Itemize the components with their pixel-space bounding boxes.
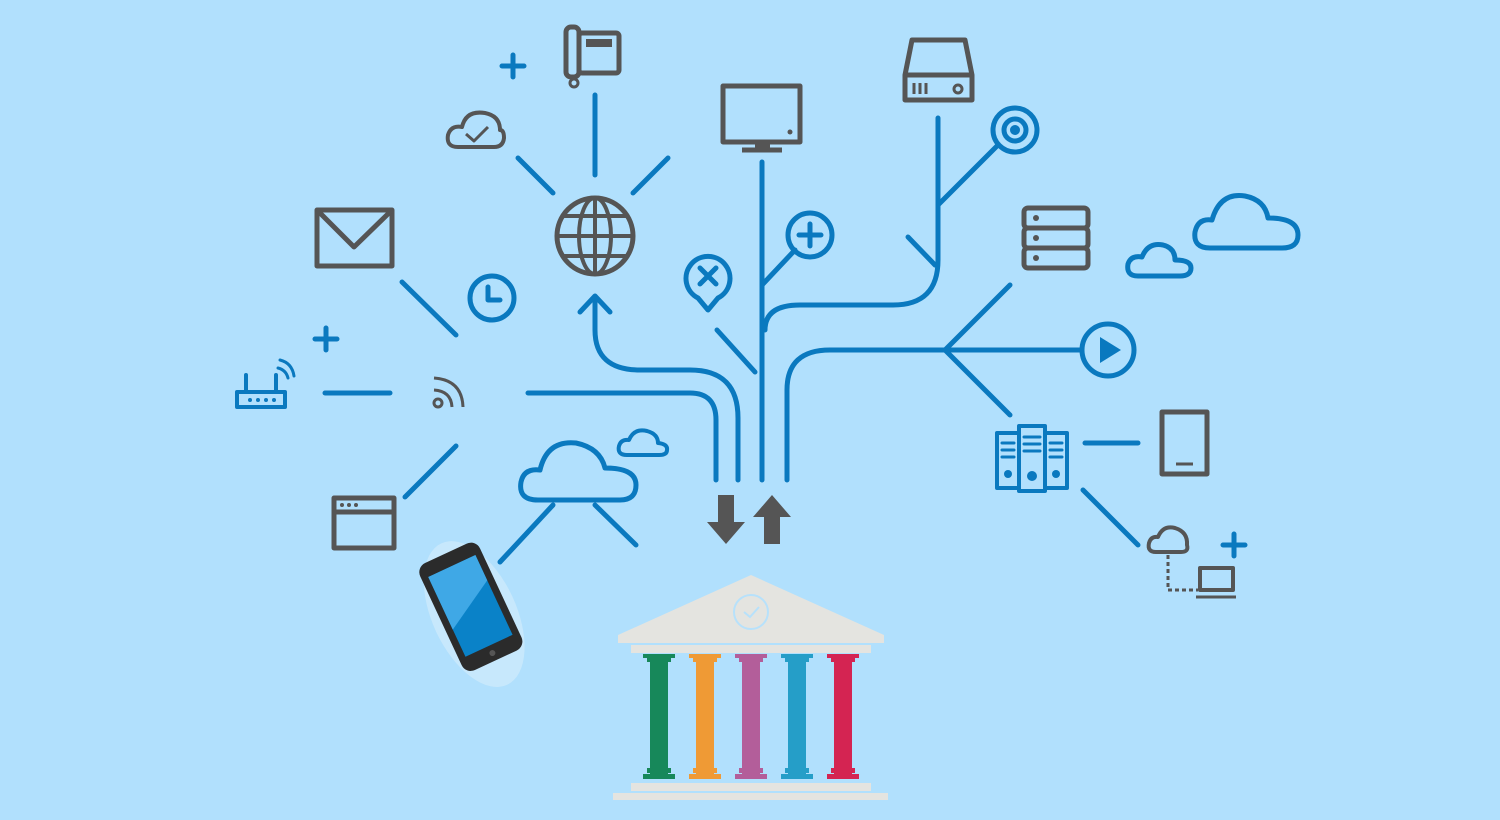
target-icon: [990, 105, 1040, 155]
pillar: [689, 654, 721, 779]
clock-icon: [467, 273, 517, 323]
pillar: [827, 654, 859, 779]
bank-building-icon: [613, 575, 888, 800]
play-icon: [1079, 321, 1137, 379]
browser-window-icon: [331, 495, 397, 551]
upload-icon: [753, 495, 791, 544]
router-icon: [235, 358, 296, 409]
plus-icon: [499, 52, 527, 80]
plus-icon: [1220, 531, 1248, 559]
cloud-laptop-icon: [1146, 525, 1236, 599]
close-pin-icon: [683, 253, 733, 313]
monitor-icon: [720, 83, 803, 153]
hard-drive-icon: [902, 37, 975, 103]
pillar: [781, 654, 813, 779]
rss-icon: [432, 376, 465, 409]
servers-icon: [995, 424, 1069, 493]
connector-lines: [322, 92, 1141, 565]
mail-icon: [314, 207, 395, 269]
plus-icon: [312, 325, 340, 353]
globe-icon: [554, 195, 636, 277]
telephone-icon: [563, 24, 622, 89]
download-icon: [707, 495, 745, 544]
pillar: [643, 654, 675, 779]
cloud-check-icon: [445, 110, 506, 149]
server-stack-icon: [1021, 205, 1091, 271]
cloud-icon: [1125, 193, 1301, 279]
tablet-icon: [1159, 409, 1210, 477]
cloud-icon: [518, 428, 670, 503]
smartphone-icon: [419, 541, 525, 687]
add-pin-icon: [785, 210, 835, 260]
pillar: [735, 654, 767, 779]
